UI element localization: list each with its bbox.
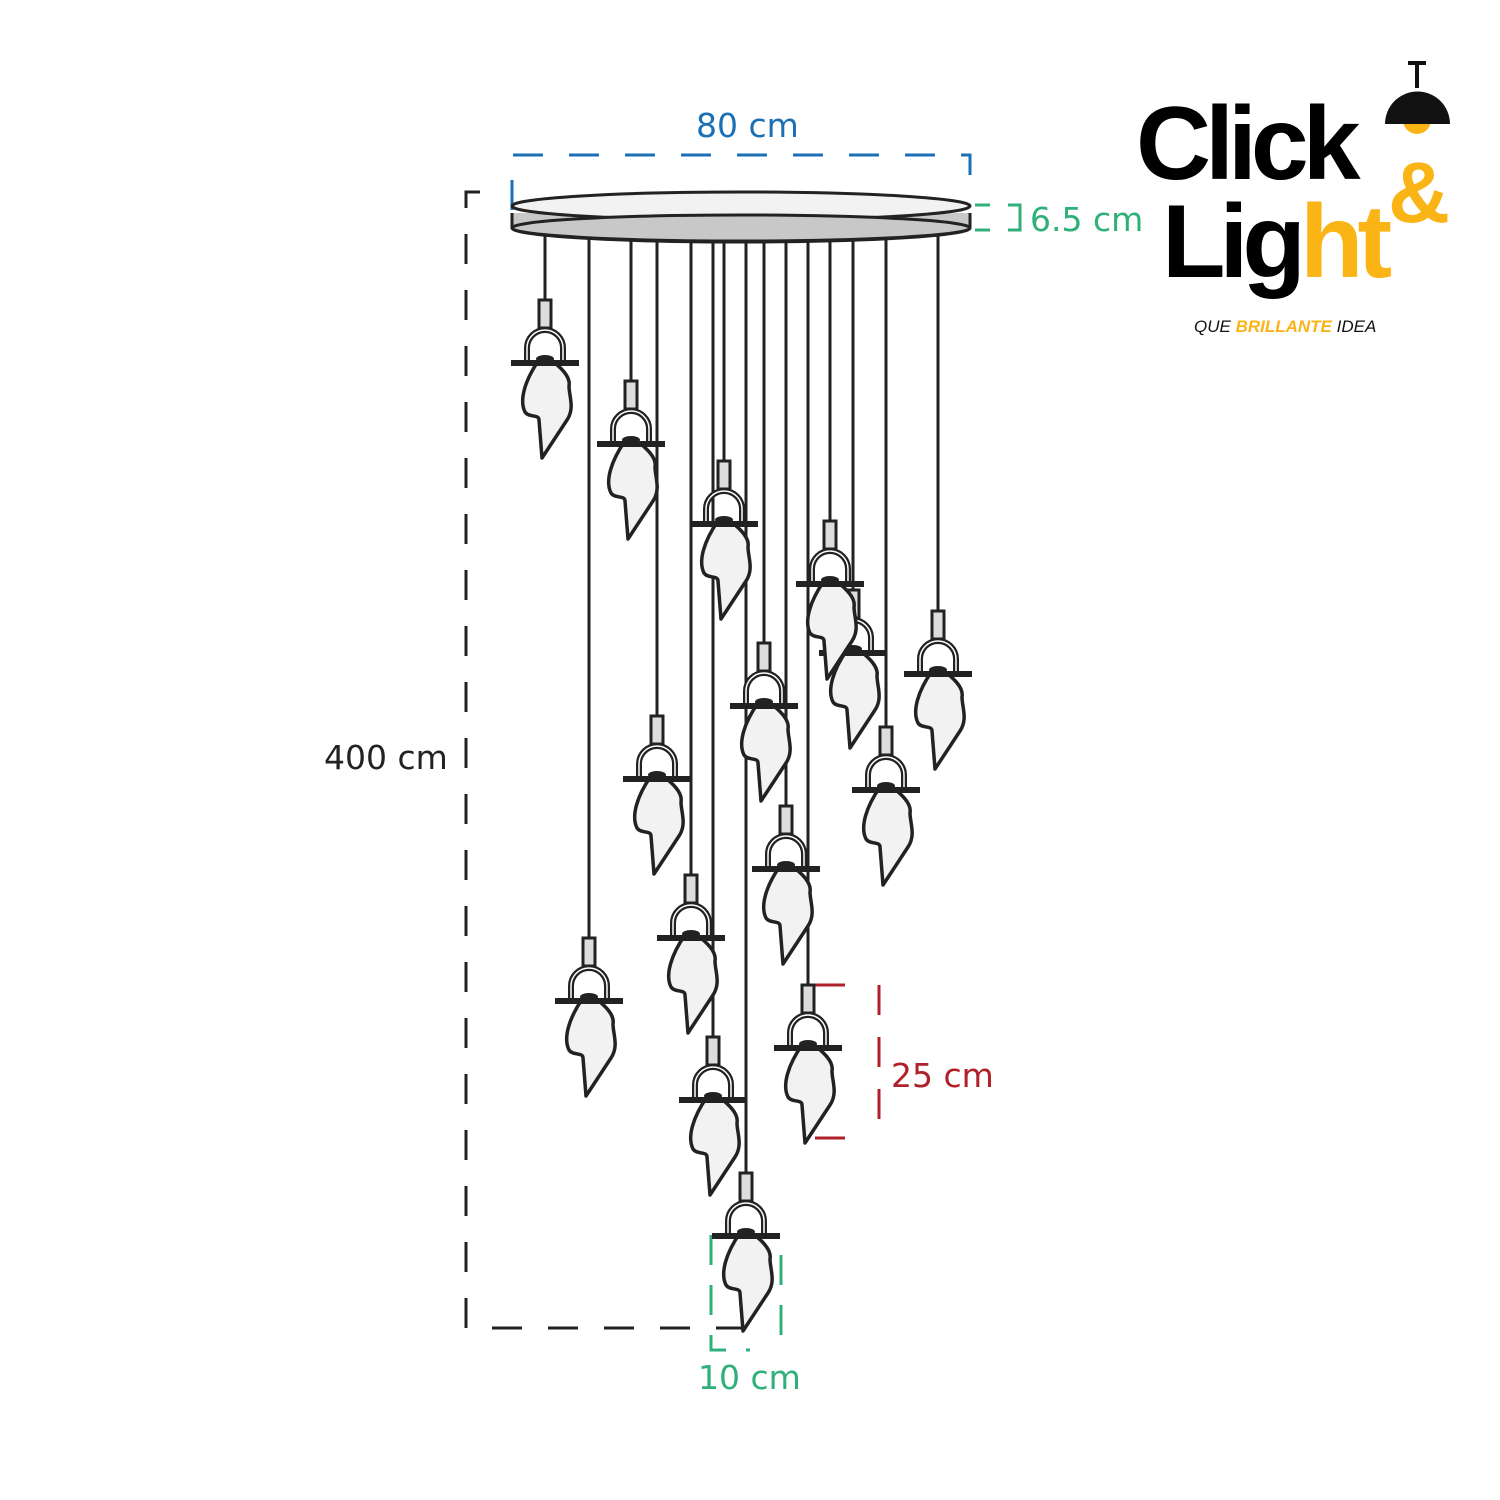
logo-tagline: QUE BRILLANTE IDEA <box>1194 317 1376 337</box>
pendant-lamp <box>623 714 691 876</box>
tagline-highlight: BRILLANTE <box>1235 317 1332 336</box>
total-height-label: 400 cm <box>324 738 448 777</box>
pendant-lamp <box>774 983 842 1145</box>
logo-word-light: Light <box>1162 190 1392 294</box>
logo-light-yellow: ht <box>1299 184 1392 300</box>
pendant-lamp <box>796 519 864 681</box>
total-height-dimension-line <box>464 190 745 1330</box>
pendant-width-dimension-line <box>709 1235 783 1352</box>
pendant-lamp <box>712 1171 780 1333</box>
pendant-height-label: 25 cm <box>891 1056 994 1095</box>
width-label: 80 cm <box>696 106 799 145</box>
canopy-height-dimension-line <box>975 203 1022 232</box>
pendant-lamp <box>657 873 725 1035</box>
pendant-lamp <box>511 298 579 460</box>
pendant-width-label: 10 cm <box>698 1358 801 1397</box>
canopy <box>510 190 972 244</box>
logo-word-click: Click <box>1136 86 1361 202</box>
pendant-lamp <box>904 609 972 771</box>
pendant-lamp <box>852 725 920 887</box>
pendant-lamp <box>555 936 623 1098</box>
tagline-post: IDEA <box>1336 317 1377 336</box>
pendant-lamp <box>752 804 820 966</box>
logo-light-black: Lig <box>1162 184 1306 300</box>
pendant-lamp <box>679 1035 747 1197</box>
canopy-height-label: 6.5 cm <box>1030 200 1144 239</box>
logo-ampersand: & <box>1388 145 1451 241</box>
pendant-lamp <box>730 641 798 803</box>
pendant-height-dimension-line <box>815 983 881 1140</box>
width-dimension-line <box>510 153 972 210</box>
logo-lamp-icon <box>1385 61 1450 134</box>
tagline-pre: QUE <box>1194 317 1231 336</box>
pendant-lamp <box>597 379 665 541</box>
pendant-lamp <box>690 459 758 621</box>
